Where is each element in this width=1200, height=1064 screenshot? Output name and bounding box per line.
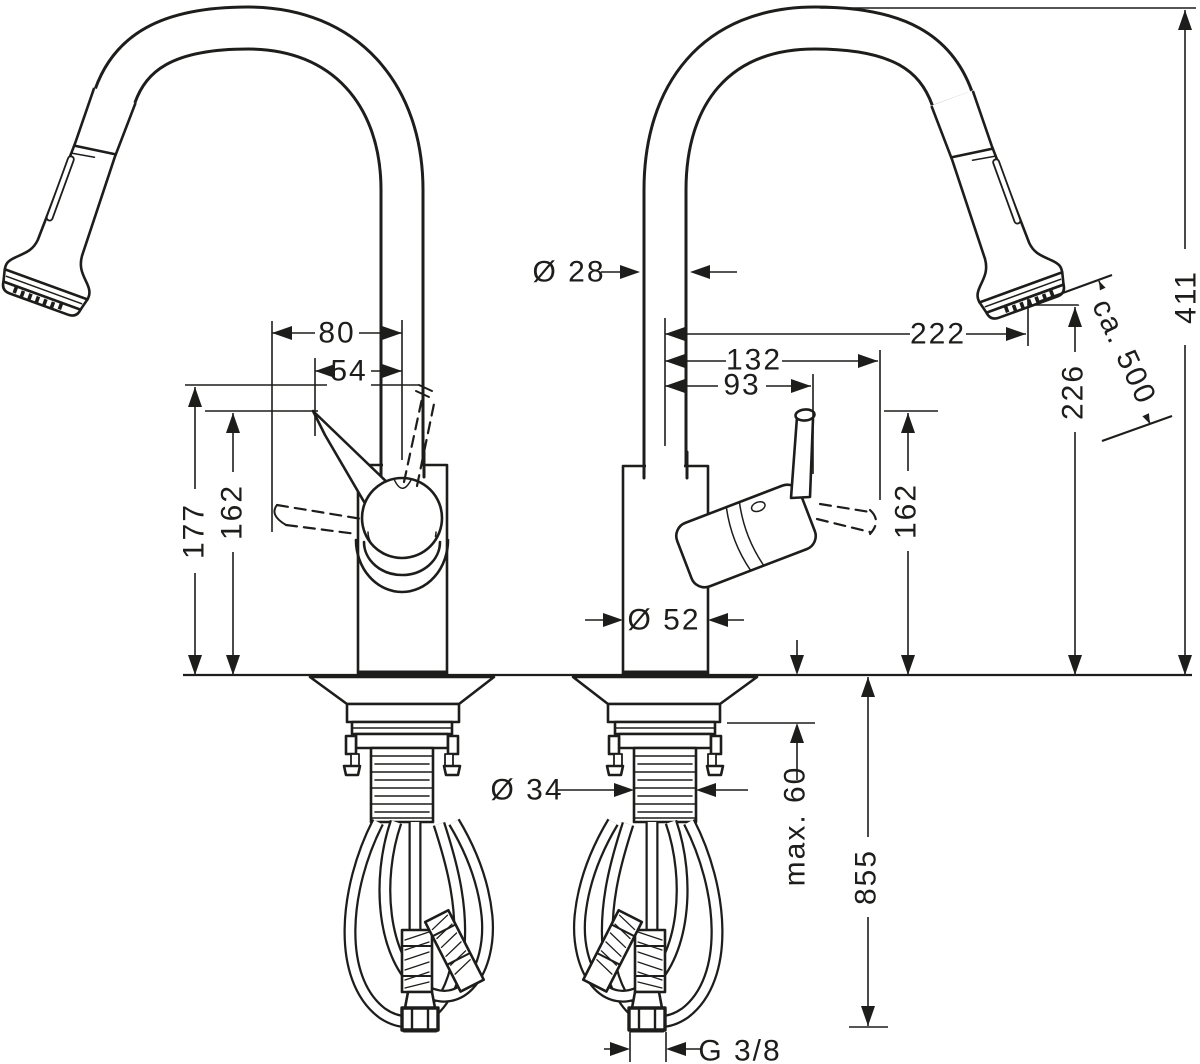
dim-162-left-label: 162	[216, 484, 249, 540]
gooseneck-spout	[642, 5, 974, 470]
gooseneck-spout	[93, 5, 425, 470]
thread-size-label: G 3/8	[698, 1035, 781, 1064]
dim-132-label: 132	[726, 344, 782, 377]
pullout-reference-line	[1101, 414, 1173, 443]
dia-34-label: Ø 34	[490, 774, 563, 807]
dia-28-label: Ø 28	[532, 256, 605, 289]
pullout-spray-head	[908, 81, 1072, 325]
dim-222-label: 222	[910, 318, 966, 351]
swivel-ball-joint	[354, 476, 450, 594]
dim-226-label: 226	[1057, 364, 1090, 420]
dim-411-label: 411	[1170, 270, 1200, 324]
dim-177-label: 177	[178, 503, 211, 559]
spray-face-reference-line	[1037, 273, 1113, 304]
dim-80-label: 80	[318, 317, 355, 350]
mixer-cartridge	[674, 483, 818, 589]
left-view-faucet	[0, 5, 494, 1031]
dim-93-label: 93	[723, 369, 760, 402]
handle-alternate-positions	[273, 384, 437, 536]
dim-855-label: 855	[850, 849, 883, 905]
label-backings	[179, 249, 1200, 917]
escutcheon-and-supply-hoses	[310, 677, 494, 1031]
extension-lines	[185, 7, 1196, 1062]
hose-pullout-label-group: ca. 500	[1077, 283, 1171, 421]
escutcheon-and-supply-hoses	[573, 677, 757, 1031]
right-view-faucet	[573, 5, 1072, 1031]
dim-162-right-label: 162	[890, 483, 923, 539]
dim-54-label: 54	[330, 355, 367, 388]
dimension-annotations: 80 54 177 162 Ø 28 222 132 93 162 226 ca…	[178, 7, 1200, 1064]
dia-52-label: Ø 52	[627, 604, 700, 637]
max-60-label: max. 60	[779, 766, 812, 887]
pullout-spray-head	[0, 78, 159, 322]
